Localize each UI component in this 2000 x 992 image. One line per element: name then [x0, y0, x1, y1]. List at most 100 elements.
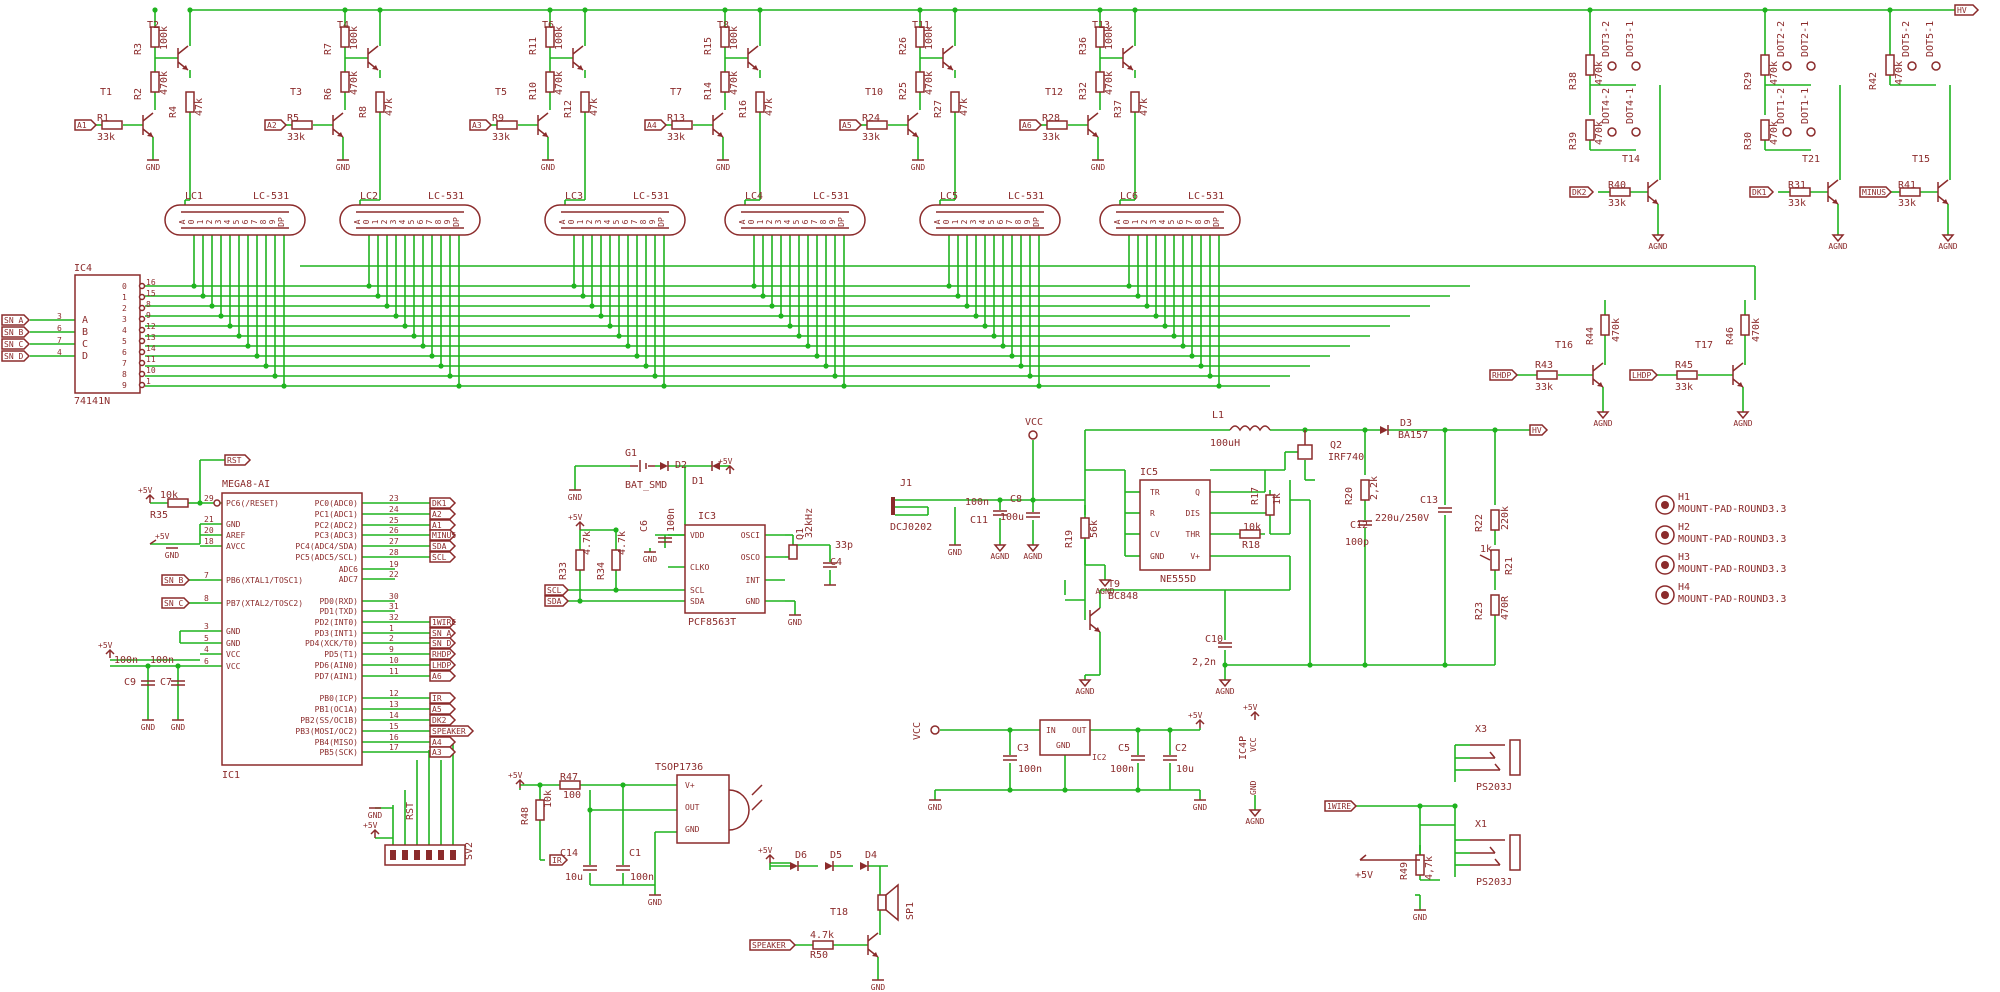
supply-label: +5V [363, 821, 378, 830]
tube-pin-label: 7 [1005, 219, 1014, 224]
agnd-symbol [1248, 809, 1262, 818]
junction-dot [625, 343, 631, 349]
ref-label: IC4P [1238, 736, 1249, 760]
isp-pin [450, 850, 456, 860]
gnd-label: GND [146, 163, 161, 172]
supply-label: +5V [1243, 703, 1258, 712]
pin-name: PB0(ICP) [319, 694, 358, 703]
dot-pad [1782, 127, 1792, 137]
value-label: 100p [1345, 537, 1369, 548]
port-label: A6 [1022, 121, 1032, 130]
pin-name: PC5(ADC5/SCL) [295, 553, 358, 562]
pin-number: 6 [57, 324, 62, 333]
value-label: 100n [1110, 764, 1134, 775]
net-port [1019, 119, 1043, 131]
gnd-label: GND [788, 618, 803, 627]
junction-dot [263, 363, 269, 369]
ref-label: R4 [168, 106, 179, 118]
transistor-top [947, 65, 953, 70]
junction-dot [613, 587, 619, 593]
ref-label: R42 [1868, 72, 1879, 90]
junction-dot [823, 363, 829, 369]
resistor-dot-low [1585, 119, 1595, 141]
resistor-base [671, 120, 693, 130]
port-label: LHDP [432, 661, 451, 670]
pin-name: CLKO [690, 563, 709, 572]
symbol-line [1195, 718, 1205, 725]
vcc-symbol [1028, 430, 1038, 440]
junction-dot [796, 333, 802, 339]
resistor-top [1095, 26, 1105, 48]
ref-label: T17 [1695, 340, 1713, 351]
tube-pin-label: 2 [585, 219, 594, 224]
junction-dot [973, 313, 979, 319]
value-label: 33k [1535, 382, 1553, 393]
junction-dot [366, 283, 372, 289]
ref-label: R30 [1743, 132, 1754, 150]
tube-pin-label: 4 [398, 219, 407, 224]
inductor [1229, 425, 1271, 432]
pin-number: 2 [389, 634, 394, 643]
pin-name: PB5(SCK) [319, 748, 358, 757]
ref-label: R18 [1242, 540, 1260, 551]
pin-name: DIS [1186, 509, 1201, 518]
ref-label: IC2 [1092, 753, 1107, 762]
agnd-label: AGND [1828, 242, 1847, 251]
tube-pin-label: 2 [1140, 219, 1149, 224]
value-label: 100n [965, 497, 989, 508]
ref-label: R34 [596, 562, 607, 580]
net-port [429, 519, 457, 531]
pin-name: PC4(ADC4/SDA) [295, 542, 358, 551]
value-label: 33k [287, 132, 305, 143]
pin-number: 21 [204, 515, 214, 524]
pin-number: 12 [389, 689, 399, 698]
transistor-bottom [712, 112, 724, 122]
resistor-top [545, 26, 555, 48]
junction-dot [209, 303, 215, 309]
value-label: 470k [159, 71, 170, 95]
pin-name: PC2(ADC2) [315, 521, 358, 530]
ref-label: R36 [1078, 37, 1089, 55]
tube-pin-label: 2 [765, 219, 774, 224]
junction-dot [1153, 313, 1159, 319]
port-label: DK2 [1572, 188, 1587, 197]
ref-label: C12 [1350, 520, 1368, 531]
dot-label: DOT1-2 [1776, 88, 1787, 124]
pin-name: AREF [226, 531, 245, 540]
ref-label: T8 [717, 20, 729, 31]
resistor-top [915, 26, 925, 48]
tube-pin-label: 5 [407, 219, 416, 224]
junction-dot [841, 383, 847, 389]
tube-pin-label: A [178, 219, 187, 224]
ref-label: T11 [912, 20, 930, 31]
net-port [429, 714, 457, 726]
value-label: 10u [1176, 764, 1194, 775]
gnd-label: GND [171, 723, 186, 732]
agnd-label: AGND [1245, 817, 1264, 826]
supply-label: +5V [138, 486, 153, 495]
pin-name: V+ [685, 781, 695, 790]
pin-name: V+ [1190, 552, 1200, 561]
net-port [644, 119, 668, 131]
net-port [469, 119, 493, 131]
gnd-label: GND [911, 163, 926, 172]
net-port [429, 529, 457, 541]
pin-number: 26 [389, 526, 399, 535]
tube-pin-label: 2 [380, 219, 389, 224]
ref-label: R12 [563, 100, 574, 118]
value-label: 100uH [1210, 438, 1240, 449]
supply-label: +5V [568, 513, 583, 522]
gnd-label: GND [1413, 913, 1428, 922]
pin-number: 27 [389, 537, 399, 546]
ref-label: R48 [520, 807, 531, 825]
symbol-line [370, 828, 380, 835]
isp-pin [414, 850, 420, 860]
pin-name: PD5(T1) [324, 650, 358, 659]
tube-pin-label: 0 [187, 219, 196, 224]
resistor-base [866, 120, 888, 130]
resistor-base [1676, 370, 1698, 380]
pin-number: 22 [389, 570, 399, 579]
junction-dot [778, 313, 784, 319]
pin-number: 11 [389, 667, 399, 676]
gnd-label: GND [368, 811, 383, 820]
